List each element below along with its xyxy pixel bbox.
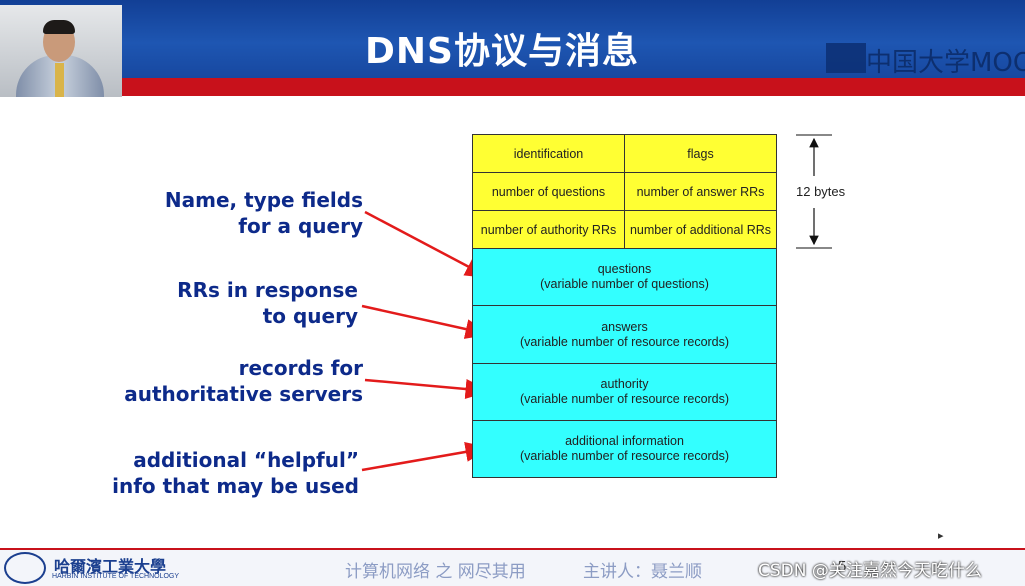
field-identification: identification <box>472 134 625 173</box>
section-answers-desc: (variable number of resource records) <box>520 335 729 350</box>
section-authority-desc: (variable number of resource records) <box>520 392 729 407</box>
cursor-icon: ▸ <box>938 529 944 542</box>
section-authority-name: authority <box>601 377 649 392</box>
csdn-watermark: CSDN @关注嘉然今天吃什么 <box>758 556 982 581</box>
field-num-authority-rrs: number of authority RRs <box>472 210 625 249</box>
label-additional-info: additional “helpful” info that may be us… <box>112 447 359 499</box>
section-questions-desc: (variable number of questions) <box>540 277 709 292</box>
label-query-fields: Name, type fields for a query <box>165 187 363 239</box>
university-seal-icon <box>4 552 46 584</box>
field-num-additional-rrs: number of additional RRs <box>624 210 777 249</box>
header-red-bar <box>122 78 1025 96</box>
section-additional-name: additional information <box>565 434 684 449</box>
mooc-brand-text: 中国大学MOOC <box>866 42 1025 79</box>
university-name-en: HARBIN INSTITUTE OF TECHNOLOGY <box>52 573 179 580</box>
header-size-label: 12 bytes <box>796 184 845 199</box>
section-additional: additional information (variable number … <box>472 420 777 478</box>
arrow-answers <box>362 306 488 334</box>
field-flags: flags <box>624 134 777 173</box>
arrow-additional <box>362 448 488 470</box>
section-questions: questions (variable number of questions) <box>472 248 777 306</box>
lecturer-hair <box>43 20 75 34</box>
section-additional-desc: (variable number of resource records) <box>520 449 729 464</box>
lecturer-name: 主讲人：聂兰顺 <box>583 557 702 582</box>
arrow-authority <box>365 380 488 391</box>
course-title: 计算机网络 之 网尽其用 <box>345 557 526 582</box>
slide-title: DNS协议与消息 <box>365 22 639 74</box>
lecturer-tie <box>55 63 64 97</box>
section-answers: answers (variable number of resource rec… <box>472 305 777 364</box>
field-num-questions: number of questions <box>472 172 625 211</box>
section-authority: authority (variable number of resource r… <box>472 363 777 421</box>
section-answers-name: answers <box>601 320 648 335</box>
section-questions-name: questions <box>598 262 652 277</box>
mooc-logo-icon <box>826 43 866 73</box>
label-authority-records: records for authoritative servers <box>124 355 363 407</box>
field-num-answer-rrs: number of answer RRs <box>624 172 777 211</box>
arrow-query <box>365 212 488 277</box>
lecturer-video-thumbnail[interactable] <box>0 5 122 97</box>
label-answer-rrs: RRs in response to query <box>177 277 358 329</box>
